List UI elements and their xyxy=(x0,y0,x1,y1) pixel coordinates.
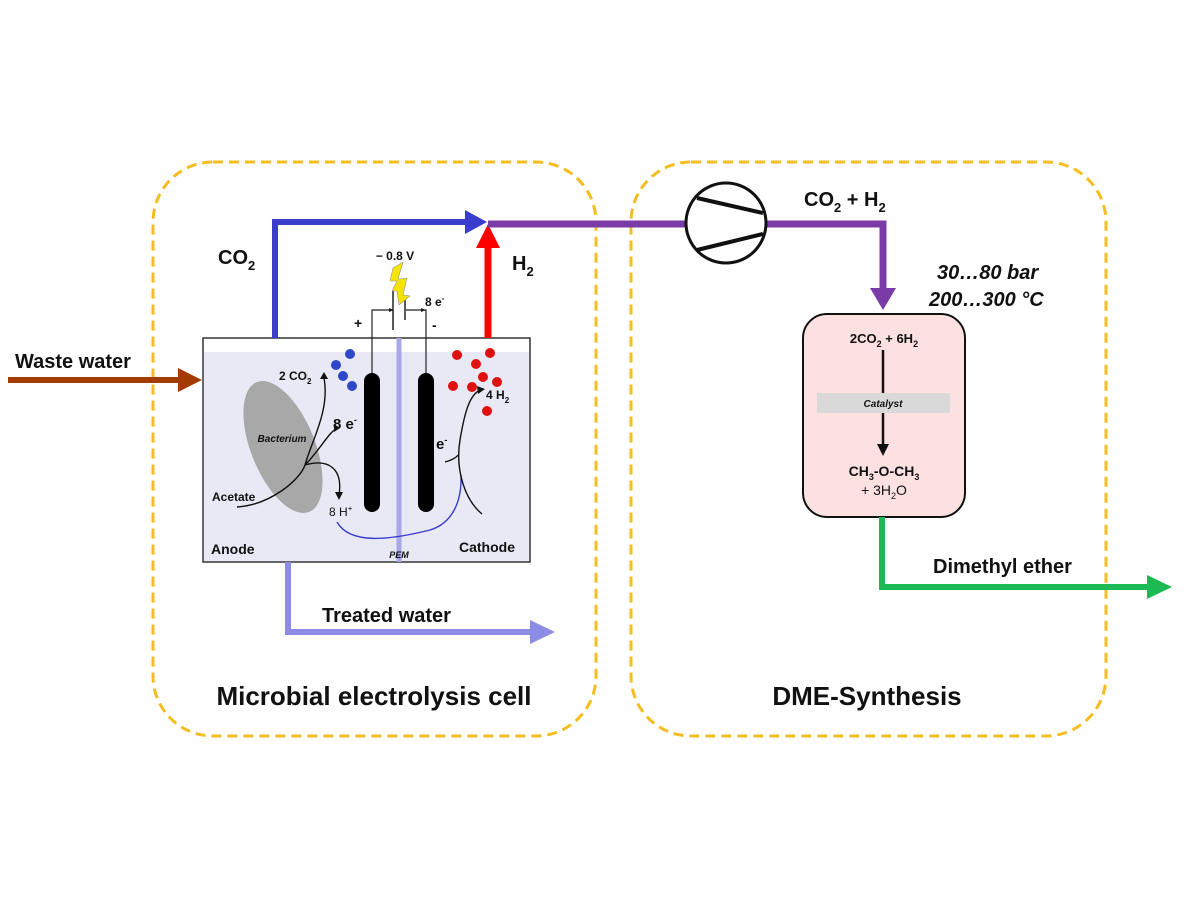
cathode-electron-label: e- xyxy=(436,435,447,453)
co2-label: CO2 xyxy=(218,247,255,273)
h2-arrowhead xyxy=(476,224,500,248)
proton-path xyxy=(336,474,462,540)
lightning-icon xyxy=(389,261,411,306)
reactor-reactants: 2CO2 + 6H2 xyxy=(850,331,918,349)
reaction-arrowhead xyxy=(877,444,889,456)
anode-electrons-label: 8 e- xyxy=(333,415,357,433)
co2-bubbles xyxy=(331,349,357,391)
pressure-condition: 30…80 bar xyxy=(937,262,1039,284)
mixed-gas-label: CO2 + H2 xyxy=(804,189,886,215)
mixed-gas-arrowhead xyxy=(870,288,896,310)
minus-terminal: - xyxy=(432,317,437,333)
reactor-product: CH3-O-CH3 xyxy=(849,463,920,482)
dme-label: Dimethyl ether xyxy=(933,556,1072,578)
external-electrons-label: 8 e- xyxy=(425,294,445,309)
proton-release-arrow xyxy=(304,462,341,496)
compressor-icon xyxy=(684,181,768,265)
bacterium-label: Bacterium xyxy=(258,434,307,445)
anode-label: Anode xyxy=(211,541,255,557)
dme-group-label: DME-Synthesis xyxy=(772,681,961,711)
h2-label: H2 xyxy=(512,253,534,279)
co2-stream-line xyxy=(272,219,470,338)
acetate-label: Acetate xyxy=(212,490,256,504)
treated-water-label: Treated water xyxy=(322,605,451,627)
waste-water-label: Waste water xyxy=(15,351,131,373)
two-co2-label: 2 CO2 xyxy=(279,369,312,386)
cathode-electron-arrow xyxy=(444,454,459,463)
pem-label: PEM xyxy=(389,550,409,560)
mixed-gas-line xyxy=(488,220,887,290)
temperature-condition: 200…300 °C xyxy=(928,289,1044,311)
dme-arrowhead xyxy=(1147,575,1172,599)
treated-water-line xyxy=(285,562,532,635)
mec-group-border xyxy=(151,160,598,738)
plus-terminal: + xyxy=(354,315,362,331)
waste-water-arrowhead xyxy=(178,368,202,392)
cathode-electrode xyxy=(418,373,434,512)
reactor-byproduct: + 3H2O xyxy=(861,482,907,501)
bacterium-icon xyxy=(243,380,323,514)
hydrogen-formation-arrow xyxy=(458,389,483,515)
cathode-label: Cathode xyxy=(459,539,515,555)
dme-stream-line xyxy=(879,517,1150,590)
four-h2-label: 4 H2 xyxy=(486,388,510,405)
h2-bubbles xyxy=(448,348,502,416)
anode-wire xyxy=(371,309,393,373)
co2-arrowhead xyxy=(465,210,487,234)
treated-water-arrowhead xyxy=(530,620,555,644)
mec-group-label: Microbial electrolysis cell xyxy=(216,681,531,711)
protons-label: 8 H+ xyxy=(329,504,353,519)
anode-electrode xyxy=(364,373,380,512)
voltage-label: − 0.8 V xyxy=(376,249,414,263)
catalyst-label: Catalyst xyxy=(864,399,904,410)
dme-group-border xyxy=(629,160,1108,738)
